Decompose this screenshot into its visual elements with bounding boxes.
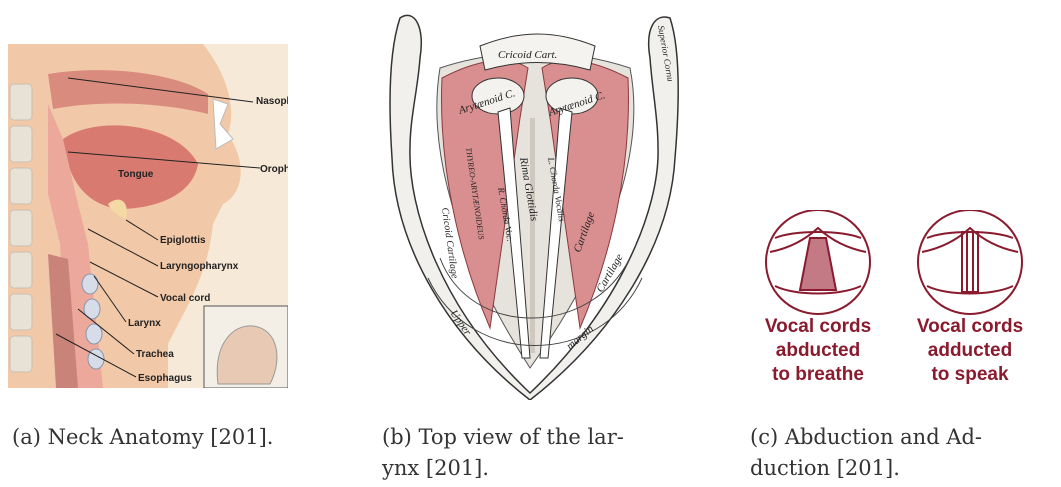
caption-c: (c) Abduction and Ad- duction [201].	[750, 422, 982, 484]
label-cricoid: Cricoid Cart.	[498, 49, 557, 61]
label-tongue: Tongue	[118, 169, 154, 180]
label-nasopharynx: Nasopharynx	[256, 96, 288, 107]
panel-neck-anatomy: Nasopharynx Tongue Oropharynx Epiglottis…	[0, 0, 300, 487]
left-text-line2: abducted	[776, 340, 860, 361]
spine	[10, 84, 32, 372]
neck-anatomy-figure: Nasopharynx Tongue Oropharynx Epiglottis…	[8, 44, 288, 388]
label-oropharynx: Oropharynx	[260, 164, 288, 175]
caption-b-line1: (b) Top view of the lar-	[382, 422, 624, 453]
adducted-diagram	[918, 210, 1022, 314]
label-laryngopharynx: Laryngopharynx	[160, 261, 239, 272]
right-text-line3: to speak	[931, 364, 1009, 385]
caption-b: (b) Top view of the lar- ynx [201].	[382, 422, 624, 484]
caption-c-line1: (c) Abduction and Ad-	[750, 422, 982, 453]
label-trachea: Trachea	[136, 349, 174, 360]
label-larynx: Larynx	[128, 318, 161, 329]
caption-c-line2: duction [201].	[750, 453, 982, 484]
panel-abduction-adduction: Vocal cords abducted to breathe Vocal co…	[720, 0, 1061, 487]
label-epiglottis: Epiglottis	[160, 235, 206, 246]
right-text-line1: Vocal cords	[917, 316, 1023, 337]
caption-a: (a) Neck Anatomy [201].	[12, 422, 273, 453]
left-text-line3: to breathe	[772, 364, 864, 385]
larynx-figure: Cricoid Cart. Arytænoid C. Arytænoid C. …	[380, 8, 690, 400]
label-vocal-cord: Vocal cord	[160, 293, 210, 304]
label-esophagus: Esophagus	[138, 373, 192, 384]
left-text-line1: Vocal cords	[765, 316, 871, 337]
panel-larynx-top-view: Cricoid Cart. Arytænoid C. Arytænoid C. …	[350, 0, 700, 487]
caption-b-line2: ynx [201].	[382, 453, 624, 484]
right-text-line2: adducted	[928, 340, 1012, 361]
abducted-diagram	[766, 210, 870, 314]
vocal-cords-figure: Vocal cords abducted to breathe Vocal co…	[750, 210, 1060, 390]
